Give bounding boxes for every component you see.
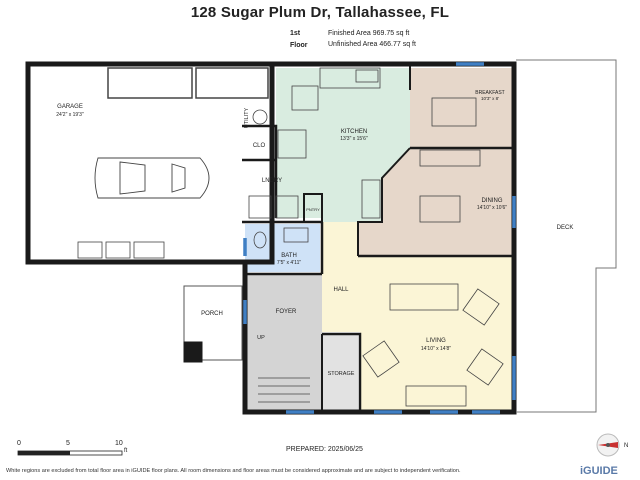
fixtures	[77, 67, 504, 407]
porch-post	[183, 341, 203, 363]
iguide-logo: iGUIDE	[580, 465, 618, 477]
label-utility: UTILITY	[244, 107, 250, 128]
windows	[243, 62, 516, 414]
compass-center	[606, 443, 610, 447]
scale-bar	[17, 450, 123, 456]
label-breakfast-dims: 10'3" x 8'	[481, 96, 499, 101]
armchair-left	[362, 340, 400, 378]
label-living-dims: 14'10" x 14'8"	[421, 346, 451, 352]
garage-walls	[25, 61, 275, 265]
armchair-right	[466, 348, 504, 386]
label-dining-dims: 14'10" x 10'6"	[477, 205, 507, 211]
fridge	[277, 129, 307, 159]
garage-appliance-1	[77, 241, 103, 259]
scale-tick-10: 10	[115, 440, 123, 447]
scale-tick-0: 0	[17, 440, 21, 447]
breakfast-table	[431, 97, 477, 127]
finished-area: Finished Area 969.75 sq ft	[328, 30, 410, 37]
label-pntry: PNTRY	[306, 207, 320, 212]
dining-buffet	[419, 149, 481, 167]
walls	[25, 59, 617, 415]
compass: N	[596, 433, 628, 457]
label-lndry: LNDRY	[262, 178, 282, 184]
label-bath: BATH	[281, 253, 297, 259]
room-labels: GARAGE 24'2" x 19'3" UTILITY CLO LNDRY P…	[56, 90, 573, 377]
label-up: UP	[257, 335, 265, 341]
breakfast-fill	[410, 68, 512, 148]
armchair-top-right	[462, 288, 500, 326]
utility-clo-walls	[242, 124, 278, 218]
kitchen-sink	[355, 69, 379, 83]
dining-fill	[358, 148, 512, 256]
label-deck: DECK	[557, 225, 574, 231]
toilet	[253, 231, 267, 249]
label-foyer: FOYER	[276, 309, 297, 315]
scale-tick-5: 5	[66, 440, 70, 447]
label-dining: DINING	[482, 198, 503, 204]
compass-n-label: N	[624, 443, 628, 449]
washer	[248, 195, 272, 219]
unfinished-area: Unfinished Area 466.77 sq ft	[328, 41, 416, 48]
garage-appliance-3	[133, 241, 165, 259]
kitchen-cabinet	[361, 179, 381, 219]
prepared-date: PREPARED: 2025/06/25	[286, 446, 363, 453]
tv-console	[405, 385, 467, 407]
garage-door-left	[107, 67, 193, 99]
sofa	[389, 283, 459, 311]
garage-appliance-2	[105, 241, 131, 259]
dryer	[275, 195, 299, 219]
car-icon	[94, 157, 210, 199]
kitchen-dining-wall	[357, 147, 411, 256]
deck-outline	[516, 59, 617, 413]
floor-label: 1st Floor	[290, 30, 308, 49]
footer-disclaimer: White regions are excluded from total fl…	[6, 468, 461, 474]
label-kitchen-dims: 13'3" x 15'6"	[340, 136, 368, 142]
label-clo: CLO	[253, 143, 266, 149]
house-outer-walls	[242, 61, 517, 415]
address-title: 128 Sugar Plum Dr, Tallahassee, FL	[190, 4, 450, 21]
room-fills	[245, 68, 512, 410]
foyer-fill	[245, 274, 322, 410]
label-garage-dims: 24'2" x 19'3"	[56, 112, 84, 118]
porch-outline	[183, 285, 243, 361]
bath-vanity	[283, 227, 309, 243]
label-breakfast: BREAKFAST	[475, 90, 504, 96]
storage-walls	[322, 332, 362, 410]
storage-fill	[322, 334, 358, 410]
kitchen-counter-top	[319, 67, 381, 89]
label-bath-dims: 7'5" x 4'11"	[277, 260, 301, 266]
label-garage: GARAGE	[57, 104, 83, 110]
label-living: LIVING	[426, 338, 446, 344]
label-kitchen: KITCHEN	[341, 129, 367, 135]
pntry-walls	[303, 193, 323, 223]
label-hall: HALL	[333, 287, 349, 293]
living-hall-fill	[322, 222, 512, 410]
kitchen-fill	[276, 68, 410, 222]
dining-table	[419, 195, 461, 223]
label-porch: PORCH	[201, 311, 223, 317]
water-heater	[252, 109, 268, 125]
kitchen-stove	[291, 85, 319, 111]
scale-unit: ft	[124, 448, 128, 454]
label-storage: STORAGE	[328, 371, 355, 377]
scale-bar-segment-1	[18, 451, 70, 455]
garage-door-right	[195, 67, 269, 99]
